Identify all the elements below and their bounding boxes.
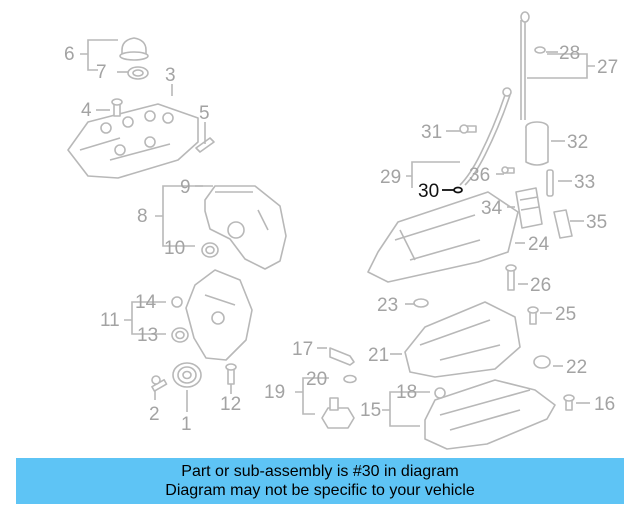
callout-4: 4 bbox=[81, 100, 92, 121]
callout-28: 28 bbox=[559, 43, 580, 64]
callout-14: 14 bbox=[135, 292, 157, 313]
part-dipstick bbox=[520, 11, 530, 120]
part-cap-seal bbox=[127, 66, 149, 80]
callout-27: 27 bbox=[597, 57, 618, 78]
part-pipe-17 bbox=[329, 347, 355, 366]
part-oil-filler-cap bbox=[119, 37, 149, 61]
part-drain-16 bbox=[563, 394, 575, 411]
part-oring-30 bbox=[453, 186, 463, 194]
callout-22: 22 bbox=[566, 357, 587, 378]
part-bolt-26 bbox=[505, 264, 517, 291]
banner-line-disclaimer: Diagram may not be specific to your vehi… bbox=[165, 482, 475, 499]
callout-18: 18 bbox=[396, 382, 417, 403]
callout-30-highlighted: 30 bbox=[418, 181, 439, 202]
part-seal-10 bbox=[201, 242, 219, 258]
callout-33: 33 bbox=[574, 172, 595, 193]
part-oil-baffle bbox=[367, 191, 519, 283]
part-valve-cover bbox=[67, 103, 199, 179]
callout-34: 34 bbox=[481, 198, 503, 219]
part-bolt-36 bbox=[501, 166, 515, 174]
callout-8: 8 bbox=[137, 206, 148, 227]
part-plug-14 bbox=[171, 296, 183, 308]
part-oil-cooler bbox=[515, 187, 543, 229]
callout-11: 11 bbox=[100, 310, 120, 331]
callout-36: 36 bbox=[469, 165, 490, 186]
part-oil-pan-upper bbox=[404, 301, 521, 378]
callout-21: 21 bbox=[368, 345, 389, 366]
callout-7: 7 bbox=[96, 62, 107, 83]
callout-35: 35 bbox=[586, 212, 607, 233]
callout-20: 20 bbox=[306, 369, 327, 390]
part-gasket-35 bbox=[553, 209, 573, 239]
part-oil-filter bbox=[525, 121, 549, 166]
part-bolt-2 bbox=[151, 375, 168, 392]
part-bolt-12 bbox=[225, 363, 237, 385]
leader-lines bbox=[80, 39, 595, 427]
part-oil-pan-lower bbox=[424, 379, 556, 450]
part-bolt-4 bbox=[111, 98, 123, 117]
callout-15: 15 bbox=[360, 400, 381, 421]
callout-31: 31 bbox=[421, 122, 442, 143]
callout-29: 29 bbox=[380, 167, 401, 188]
part-oring-23 bbox=[413, 298, 429, 308]
callout-32: 32 bbox=[567, 132, 588, 153]
callout-5: 5 bbox=[199, 103, 210, 124]
callout-23: 23 bbox=[377, 295, 398, 316]
callout-3: 3 bbox=[165, 65, 176, 86]
banner-line-part-number: Part or sub-assembly is #30 in diagram bbox=[181, 463, 459, 480]
callout-13: 13 bbox=[137, 325, 158, 346]
callout-17: 17 bbox=[292, 339, 313, 360]
part-bolt-25 bbox=[527, 306, 539, 325]
callout-1: 1 bbox=[181, 414, 192, 435]
part-pump-19 bbox=[321, 397, 355, 429]
callout-26: 26 bbox=[530, 275, 551, 296]
callout-2: 2 bbox=[149, 404, 160, 425]
callout-6: 6 bbox=[64, 44, 75, 65]
part-oring-20 bbox=[343, 374, 357, 384]
part-pulley-1 bbox=[172, 362, 202, 388]
callout-12: 12 bbox=[220, 394, 241, 415]
part-sensor-33 bbox=[546, 169, 554, 197]
part-dipstick-tube bbox=[459, 87, 512, 186]
callout-24: 24 bbox=[528, 234, 550, 255]
part-bolt-18 bbox=[434, 387, 446, 399]
callout-25: 25 bbox=[555, 304, 576, 325]
part-timing-cover-upper bbox=[204, 185, 287, 270]
parts-diagram: 6 7 3 4 5 9 8 10 14 11 13 2 1 12 17 20 1… bbox=[64, 11, 618, 450]
part-oring-28 bbox=[534, 46, 546, 54]
part-seal-13 bbox=[171, 327, 189, 343]
info-banner: Part or sub-assembly is #30 in diagram D… bbox=[16, 458, 624, 504]
part-timing-cover-lower bbox=[185, 269, 253, 361]
part-bolt-31 bbox=[459, 124, 477, 134]
callout-16: 16 bbox=[594, 394, 615, 415]
callout-10: 10 bbox=[164, 238, 185, 259]
part-plug-22 bbox=[533, 355, 551, 369]
callout-9: 9 bbox=[180, 177, 191, 198]
callout-19: 19 bbox=[264, 382, 285, 403]
